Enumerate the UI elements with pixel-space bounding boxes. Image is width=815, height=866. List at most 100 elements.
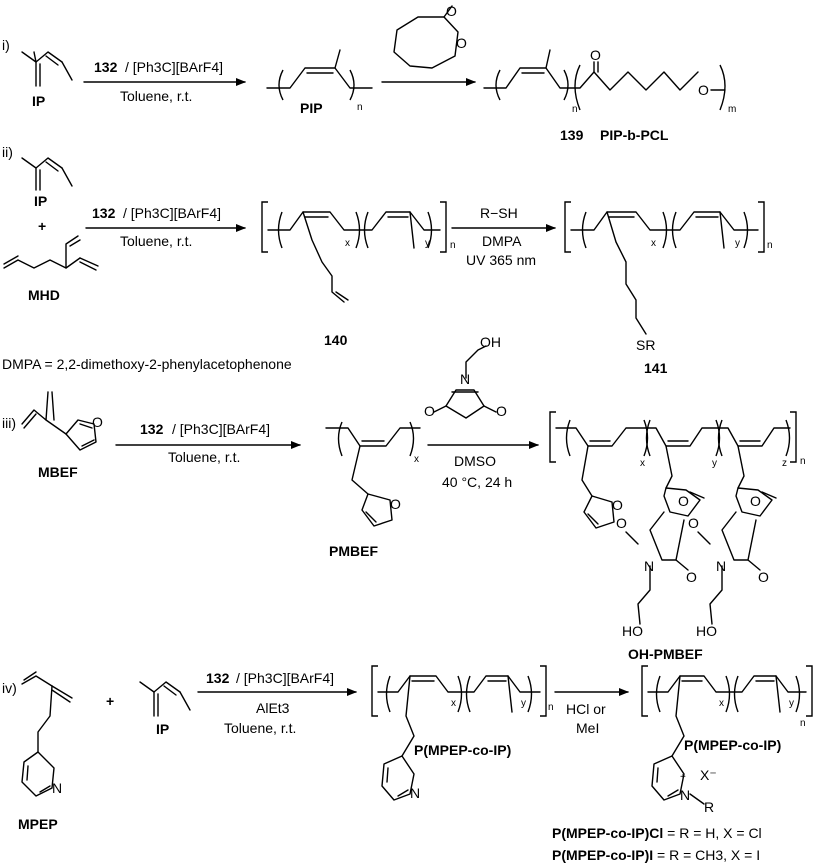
mpep-label: MPEP bbox=[18, 816, 58, 832]
mhd-structure bbox=[3, 235, 99, 271]
oh-pmbef-x: x bbox=[640, 458, 645, 469]
catalyst-label-ii: 132 bbox=[92, 205, 116, 221]
polymer-141-n: n bbox=[767, 240, 773, 251]
pip-label: PIP bbox=[300, 100, 323, 116]
definition-i-value: = R = CH3, X = I bbox=[653, 847, 760, 863]
temperature-condition: 40 °C, 24 h bbox=[442, 474, 512, 490]
definition-cl: P(MPEP-co-IP)Cl = R = H, X = Cl bbox=[552, 825, 762, 841]
hcl-reagent: HCl or bbox=[566, 701, 606, 717]
solvent-label-iv: Toluene, r.t. bbox=[224, 720, 296, 736]
maleimide-n: N bbox=[460, 371, 470, 387]
row-iii-label: iii) bbox=[2, 415, 16, 431]
catalyst-label-iii: 132 bbox=[140, 421, 164, 437]
p-mpep-co-ip-salt-structure bbox=[641, 665, 813, 805]
cocatalyst-label-iii: / [Ph3C][BArF4] bbox=[172, 421, 270, 437]
p-mpep-co-ip-structure bbox=[371, 665, 547, 801]
pcl-m: m bbox=[728, 104, 736, 115]
cocatalyst-label-iv: / [Ph3C][BArF4] bbox=[236, 670, 334, 686]
row-i: i) IP 132 / [Ph3C][BArF4] Toluene, r.t. … bbox=[2, 3, 736, 143]
pcl-n: n bbox=[572, 104, 578, 115]
copolymer-1-label: P(MPEP-co-IP) bbox=[414, 742, 511, 758]
oh-pmbef-imide-o-2: O bbox=[686, 569, 697, 585]
oh-pmbef-y: y bbox=[712, 458, 717, 469]
mbef-structure bbox=[21, 391, 97, 451]
oh-pmbef-furan-o: O bbox=[612, 497, 623, 513]
solvent-label: Toluene, r.t. bbox=[120, 88, 192, 104]
oh-pmbef-ho-1: HO bbox=[622, 623, 643, 639]
pip-b-pcl-label: PIP-b-PCL bbox=[600, 127, 669, 143]
copolymer-1-pyridine-n: N bbox=[410, 785, 420, 801]
polymer-140-y: y bbox=[425, 238, 430, 249]
mbef-label: MBEF bbox=[38, 464, 78, 480]
mpep-n: N bbox=[52, 780, 62, 796]
pip-b-pcl-structure bbox=[483, 49, 726, 111]
copolymer-2-label: P(MPEP-co-IP) bbox=[684, 737, 781, 753]
oh-pmbef-z: z bbox=[782, 458, 787, 469]
ip-label: IP bbox=[32, 93, 45, 109]
pip-b-pcl-number: 139 bbox=[560, 127, 584, 143]
row-iv: iv) N MPEP + IP 132 / [Ph3C][BArF4] Al bbox=[2, 665, 813, 863]
pmbef-label: PMBEF bbox=[329, 543, 378, 559]
oh-pmbef-ho-2: HO bbox=[696, 623, 717, 639]
polymer-141-structure bbox=[564, 201, 765, 335]
pmbef-structure bbox=[325, 421, 421, 527]
oh-pmbef-n-2: N bbox=[716, 558, 726, 574]
ip-structure bbox=[21, 51, 73, 87]
pcl-carbonyl-o: O bbox=[590, 47, 601, 63]
ip-label-3: IP bbox=[156, 721, 169, 737]
copolymer-2-n: n bbox=[800, 718, 806, 729]
dmso-condition: DMSO bbox=[454, 453, 496, 469]
mpep-structure bbox=[21, 671, 73, 797]
cocatalyst-label-ii: / [Ph3C][BArF4] bbox=[123, 205, 221, 221]
caprolactone-structure bbox=[393, 5, 459, 69]
maleimide-o-left: O bbox=[424, 403, 435, 419]
row-ii: ii) IP + MHD 132 / [Ph3C][BArF4] Toluene… bbox=[2, 144, 773, 376]
oh-pmbef-imide-o-1: O bbox=[616, 515, 627, 531]
pip-n: n bbox=[357, 102, 363, 113]
row-i-label: i) bbox=[2, 37, 10, 53]
solvent-label-iii: Toluene, r.t. bbox=[168, 449, 240, 465]
copolymer-2-x: x bbox=[719, 698, 724, 709]
oh-pmbef-bridge-o-1: O bbox=[678, 493, 689, 509]
polymer-141-y: y bbox=[735, 238, 740, 249]
plus-sign-ii: + bbox=[38, 218, 46, 234]
definition-cl-name: P(MPEP-co-IP)Cl bbox=[552, 825, 663, 841]
dmpa-reagent: DMPA bbox=[482, 233, 522, 249]
ip-structure-3 bbox=[139, 681, 191, 717]
oh-pmbef-structure bbox=[549, 411, 797, 625]
pip-structure bbox=[266, 49, 373, 101]
copolymer-1-n: n bbox=[548, 702, 554, 713]
caprolactone-carbonyl-o: O bbox=[446, 3, 457, 19]
maleimide-o-right: O bbox=[496, 403, 507, 419]
polymer-141-x: x bbox=[651, 238, 656, 249]
ip-structure-2 bbox=[21, 157, 73, 191]
mei-reagent: MeI bbox=[576, 720, 599, 736]
oh-pmbef-imide-o-4: O bbox=[758, 569, 769, 585]
definition-cl-value: = R = H, X = Cl bbox=[663, 825, 761, 841]
oh-pmbef-n-1: N bbox=[644, 558, 654, 574]
catalyst-label-iv: 132 bbox=[206, 670, 230, 686]
pyridinium-plus: + bbox=[680, 772, 686, 783]
uv-reagent: UV 365 nm bbox=[466, 252, 536, 268]
oh-pmbef-bridge-o-2: O bbox=[750, 493, 761, 509]
solvent-label-ii: Toluene, r.t. bbox=[120, 233, 192, 249]
pyridinium-n: N bbox=[680, 787, 690, 803]
plus-sign-iv: + bbox=[106, 693, 114, 709]
copolymer-2-y: y bbox=[789, 698, 794, 709]
definition-i-name: P(MPEP-co-IP)I bbox=[552, 847, 653, 863]
pmbef-x: x bbox=[414, 454, 419, 465]
polymer-141-number: 141 bbox=[644, 360, 668, 376]
definition-i: P(MPEP-co-IP)I = R = CH3, X = I bbox=[552, 847, 760, 863]
polymer-140-n: n bbox=[450, 240, 456, 251]
thiol-sr-label: SR bbox=[636, 337, 655, 353]
oh-pmbef-n: n bbox=[800, 456, 806, 467]
row-iii: iii) O MBEF 132 / [Ph3C][BArF4] Toluene,… bbox=[2, 334, 806, 662]
polymer-140-x: x bbox=[345, 238, 350, 249]
pyridinium-r: R bbox=[704, 799, 714, 815]
row-ii-label: ii) bbox=[2, 144, 13, 160]
maleimide-hydroxyl: OH bbox=[480, 334, 501, 350]
polymer-140-number: 140 bbox=[324, 332, 348, 348]
polymer-140-structure bbox=[261, 201, 447, 303]
mbef-furan-o: O bbox=[92, 414, 103, 430]
